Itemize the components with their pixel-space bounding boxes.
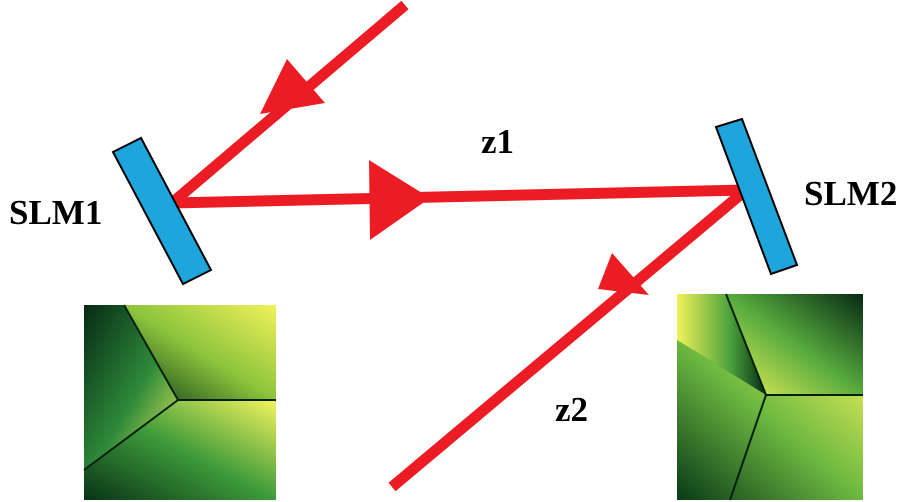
slm1-hologram <box>83 304 276 500</box>
slm1-mirror <box>111 136 213 286</box>
slm2-label: SLM2 <box>804 174 897 213</box>
beam-z1 <box>171 184 747 209</box>
laser-beam <box>168 0 750 492</box>
z1-label: z1 <box>481 122 514 161</box>
z2-label: z2 <box>555 390 588 429</box>
beam-z2 <box>388 185 750 492</box>
slm2-mirror <box>714 117 799 276</box>
slm1-label: SLM1 <box>9 193 102 232</box>
arrow-z2-icon <box>598 253 649 295</box>
slm2-hologram <box>677 293 863 501</box>
arrow-z1-icon <box>369 160 430 240</box>
arrow-incoming-icon <box>260 59 325 114</box>
